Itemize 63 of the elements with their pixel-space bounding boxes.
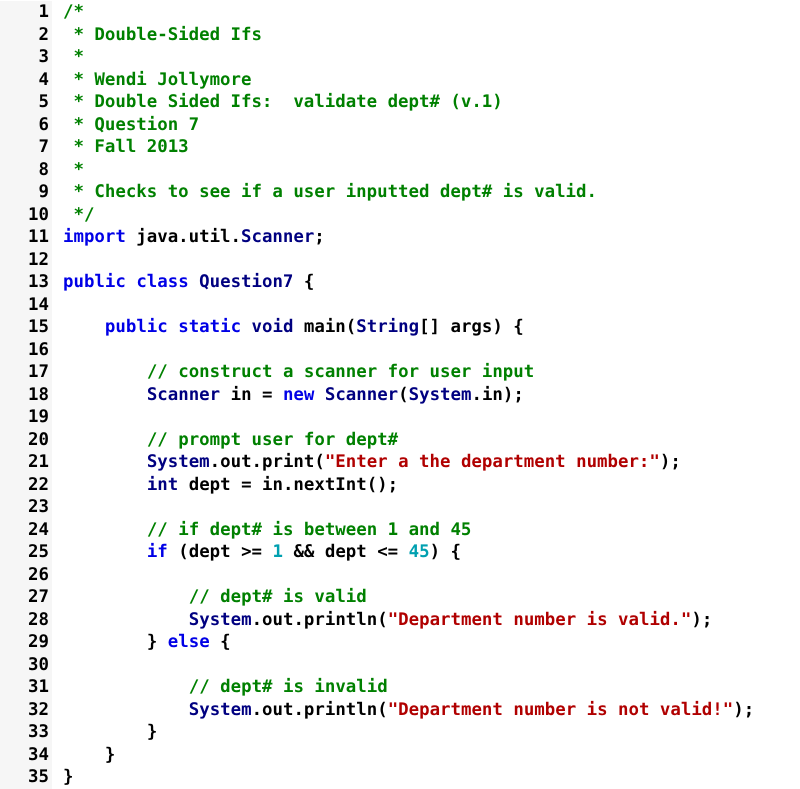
line-number: 12 <box>0 248 52 271</box>
line-number: 29 <box>0 631 52 654</box>
code-line: * Double Sided Ifs: validate dept# (v.1) <box>73 91 503 114</box>
line-number: 33 <box>0 721 52 744</box>
line-number: 13 <box>0 271 52 294</box>
code-line: // dept# is invalid <box>188 676 388 698</box>
code-line: * Question 7 <box>73 114 200 136</box>
code-line: * Checks to see if a user inputted dept# is valid. <box>73 181 597 204</box>
code-line: Scanner in = new Scanner(System.in); <box>146 384 524 406</box>
line-number: 34 <box>0 744 52 766</box>
line-number: 17 <box>0 361 52 384</box>
line-number: 31 <box>0 676 52 698</box>
line-number: 5 <box>0 91 52 114</box>
line-number: 15 <box>0 316 52 338</box>
line-number: 1 <box>0 1 52 24</box>
line-number: 23 <box>0 496 52 518</box>
line-number: 25 <box>0 541 52 564</box>
code-line: // construct a scanner for user input <box>146 361 534 384</box>
code-line: } <box>104 744 116 766</box>
code-line: // prompt user for dept# <box>146 428 398 451</box>
code-line: * <box>73 46 84 68</box>
code-line: public class Question7 { <box>63 271 314 294</box>
line-number: 11 <box>0 226 52 248</box>
code-line: System.out.print("Enter a the department number:"); <box>146 451 681 474</box>
code-line: * Double-Sided Ifs <box>73 24 262 46</box>
line-number: 16 <box>0 338 52 361</box>
line-number: 27 <box>0 586 52 608</box>
line-number: 19 <box>0 406 52 428</box>
line-number: 7 <box>0 136 52 158</box>
line-number: 9 <box>0 181 52 204</box>
line-number: 30 <box>0 654 52 676</box>
code-line: import java.util.Scanner; <box>63 226 325 248</box>
line-number: 26 <box>0 564 52 586</box>
line-number: 18 <box>0 384 52 406</box>
line-number: 32 <box>0 698 52 721</box>
code-line: public static void main(String[] args) { <box>104 316 524 338</box>
code-line: int dept = in.nextInt(); <box>146 474 398 496</box>
code-line: /* <box>63 1 84 24</box>
line-number: 6 <box>0 114 52 136</box>
code-line: */ <box>73 204 94 226</box>
line-number: 8 <box>0 158 52 181</box>
line-number: 10 <box>0 204 52 226</box>
code-line: // if dept# is between 1 and 45 <box>146 518 472 541</box>
line-number: 21 <box>0 451 52 474</box>
code-line: * Wendi Jollymore <box>73 68 252 91</box>
code-line: if (dept >= 1 && dept <= 45) { <box>146 541 461 564</box>
code-line: * <box>73 158 84 181</box>
line-number: 22 <box>0 474 52 496</box>
line-number: 4 <box>0 68 52 91</box>
line-number: 2 <box>0 24 52 46</box>
line-number: 14 <box>0 294 52 316</box>
line-number: 24 <box>0 518 52 541</box>
code-line: // dept# is valid <box>188 586 367 608</box>
line-number: 20 <box>0 428 52 451</box>
code-line: System.out.println("Department number is valid."); <box>188 608 712 631</box>
code-line: System.out.println("Department number is not valid!"); <box>188 698 754 721</box>
line-number: 35 <box>0 766 52 788</box>
line-number: 28 <box>0 608 52 631</box>
code-line: * Fall 2013 <box>73 136 189 158</box>
code-line: } <box>146 721 158 744</box>
line-number: 3 <box>0 46 52 68</box>
code-line: } else { <box>146 631 231 654</box>
code-line: } <box>63 766 74 788</box>
